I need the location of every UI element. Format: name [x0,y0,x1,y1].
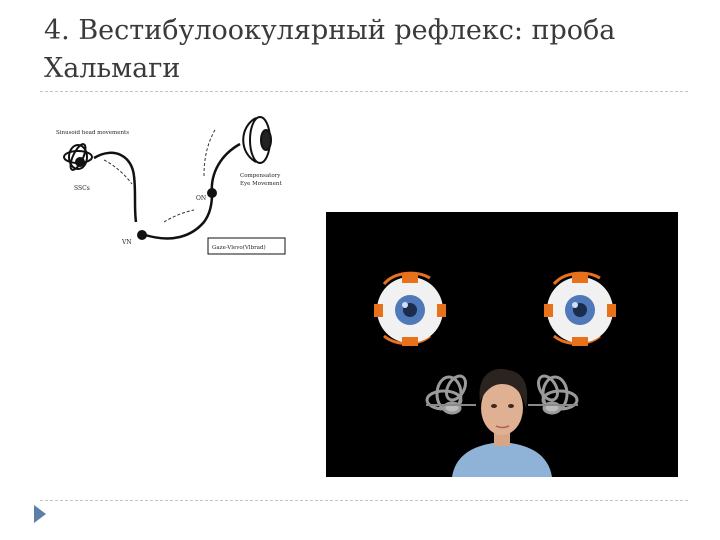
afferent-pathway [93,151,138,223]
label-head-movements: Sinusoid head movements [56,130,129,136]
label-vn: VN [121,239,132,246]
reflex-diagram: Sinusoid head movements SSCs VN ON Compe… [56,116,286,255]
left-eyeball-icon [374,271,446,346]
dashed-arrow-3 [203,127,217,177]
oculomotor-nucleus-node [207,188,217,198]
internuclear-pathway [141,193,214,240]
vestibular-nucleus-node [137,230,147,240]
dashed-arrow-1 [103,159,133,185]
eye-icon [242,116,272,164]
label-eye-movement: Eye Movement [240,181,282,187]
semicircular-canal-icon [63,143,93,171]
label-on: ON [196,195,206,202]
left-inner-ear-icon [425,374,476,415]
label-compensatory: Compensatory [240,173,281,179]
gaze-label-box [207,237,286,255]
footer-divider [40,500,688,501]
right-inner-ear-icon [528,374,579,415]
patient-figure [452,368,552,477]
dashed-arrow-2 [163,209,195,223]
oculomotor-pathway [210,142,241,195]
label-gaze: Gaze-Vlevo(Vlbrad) [212,244,266,251]
label-sscs: SSCs [74,185,90,192]
right-eyeball-icon [544,271,616,346]
bullet-arrow-icon [34,505,46,523]
title-divider [40,91,688,92]
head-impulse-video[interactable] [326,212,678,477]
slide-title: 4. Вестибулоокулярный рефлекс: проба Хал… [44,15,616,84]
